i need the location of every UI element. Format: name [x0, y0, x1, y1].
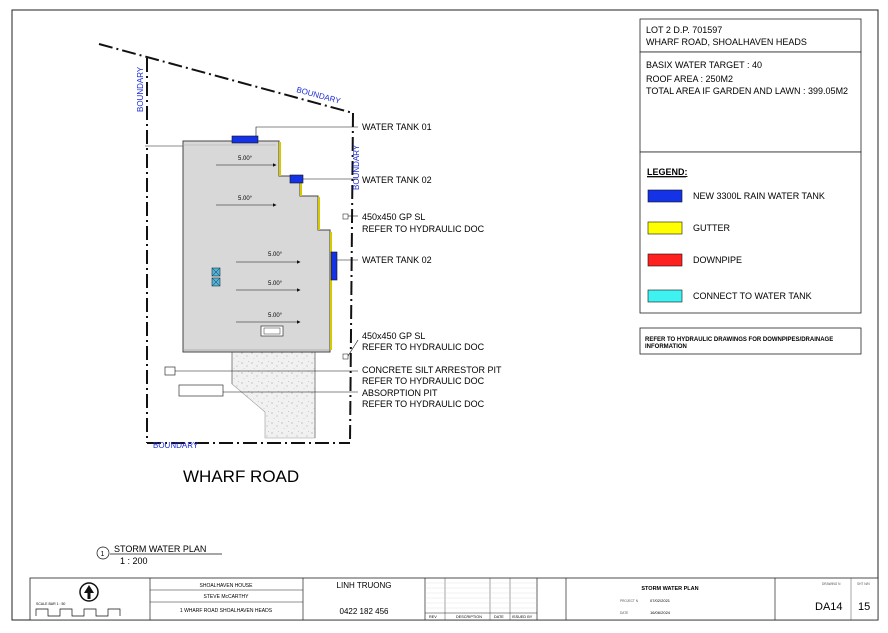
house-roof [182, 140, 331, 353]
plan-title: STORM WATER PLAN [114, 544, 206, 554]
callouts: WATER TANK 01 WATER TANK 02 450x450 GP S… [362, 122, 502, 409]
callout-leaders [175, 126, 359, 393]
date-label: DATE [620, 611, 628, 615]
designer-phone: 0422 182 456 [340, 607, 389, 616]
legend: LEGEND: NEW 3300L RAIN WATER TANK GUTTER D… [639, 151, 862, 314]
project-no-label: PROJECT N [620, 599, 639, 603]
roof-slope-arrows: 5.00° 5.00° 5.00° 5.00° 5.00° [216, 156, 301, 324]
callout-water-tank-02-a: WATER TANK 02 [362, 175, 432, 185]
site-plan: BOUNDARY BOUNDARY BOUNDARY BOUNDARY [98, 43, 502, 486]
drainage-note: REFER TO HYDRAULIC DRAWINGS FOR DOWNPIPE… [639, 327, 862, 355]
sheet-no-label: SHT N/N [857, 582, 870, 586]
absorption-pit [178, 384, 224, 397]
gp-pit-1 [342, 213, 349, 220]
silt-arrestor-pit [164, 366, 176, 376]
slope-label: 5.00° [268, 281, 283, 287]
roof-area-text: ROOF AREA : 250M2 [646, 74, 733, 84]
slope-label: 5.00° [238, 196, 253, 202]
callout-silt-pit-ref: REFER TO HYDRAULIC DOC [362, 376, 485, 386]
boundary-label-left: BOUNDARY [136, 66, 145, 112]
water-tank-02-b [330, 251, 338, 281]
legend-swatch [647, 221, 683, 235]
drawing-no-label: DRAWING N [822, 582, 841, 586]
project-no: 07/02/2021 [650, 598, 671, 603]
site-boundary [98, 43, 354, 444]
plan-scale: 1 : 200 [120, 556, 148, 566]
basix-target-text: BASIX WATER TARGET : 40 [646, 60, 762, 70]
callout-gp-pit-2: 450x450 GP SL [362, 331, 425, 341]
title-number: 1 [101, 551, 105, 558]
slope-label: 5.00° [268, 313, 283, 319]
drawing-number: DA14 [815, 601, 843, 613]
driveway [231, 351, 316, 439]
rev-header-description: DESCRIPTION [456, 615, 482, 619]
callout-gp-pit-1-ref: REFER TO HYDRAULIC DOC [362, 224, 485, 234]
note-line1: REFER TO HYDRAULIC DRAWINGS FOR DOWNPIPE… [645, 337, 833, 343]
boundary-label-right: BOUNDARY [352, 144, 361, 190]
sheet-drawing-title: STORM WATER PLAN [641, 586, 698, 592]
title-block: SCALE BAR 1 : 50 SHOALHAVEN HOUSE STEVE … [29, 577, 879, 621]
info-panel: LOT 2 D.P. 701597 WHARF ROAD, SHOALHAVEN… [639, 18, 862, 153]
rev-header-rev: REV [429, 615, 437, 619]
callout-water-tank-01: WATER TANK 01 [362, 122, 432, 132]
water-tank-01 [231, 135, 259, 144]
gp-pit-2 [342, 353, 349, 360]
boundary-label-bottom: BOUNDARY [153, 441, 199, 450]
total-area-text: TOTAL AREA IF GARDEN AND LAWN : 399.05M2 [646, 86, 848, 96]
callout-absorption-pit: ABSORPTION PIT [362, 388, 438, 398]
callout-water-tank-02-b: WATER TANK 02 [362, 255, 432, 265]
drawing-title: 1 STORM WATER PLAN 1 : 200 [96, 544, 222, 566]
lot-text: LOT 2 D.P. 701597 [646, 25, 722, 35]
slope-label: 5.00° [268, 252, 283, 258]
date-value: 16/06/2024 [650, 610, 671, 615]
callout-absorption-pit-ref: REFER TO HYDRAULIC DOC [362, 399, 485, 409]
revision-table: REV DESCRIPTION DATE ISSUED BY [425, 578, 537, 620]
site-address: 1 WHARF ROAD SHOALHAVEN HEADS [180, 608, 273, 614]
scale-bar [35, 608, 121, 617]
legend-label: CONNECT TO WATER TANK [693, 291, 812, 301]
rev-header-date: DATE [494, 615, 504, 619]
slope-label: 5.00° [238, 156, 253, 162]
client-name: STEVE McCARTHY [204, 594, 250, 600]
legend-title: LEGEND: [647, 167, 688, 177]
roof-hatch [260, 325, 284, 337]
legend-swatch [647, 253, 683, 267]
rev-header-issued: ISSUED BY [512, 615, 533, 619]
legend-swatch [647, 289, 683, 303]
callout-silt-pit: CONCRETE SILT ARRESTOR PIT [362, 365, 502, 375]
scale-bar-label: SCALE BAR 1 : 50 [36, 602, 65, 606]
legend-label: DOWNPIPE [693, 255, 742, 265]
legend-swatch [647, 189, 683, 203]
road-label: WHARF ROAD [183, 467, 299, 486]
callout-gp-pit-1: 450x450 GP SL [362, 212, 425, 222]
callout-gp-pit-2-ref: REFER TO HYDRAULIC DOC [362, 342, 485, 352]
address-text: WHARF ROAD, SHOALHAVEN HEADS [646, 37, 807, 47]
legend-label: GUTTER [693, 223, 730, 233]
note-line2: INFORMATION [645, 344, 687, 350]
project-name: SHOALHAVEN HOUSE [200, 583, 254, 589]
designer-name: LINH TRUONG [337, 581, 392, 590]
water-tank-02-a [289, 174, 304, 184]
legend-label: NEW 3300L RAIN WATER TANK [693, 191, 825, 201]
sheet-number: 15 [858, 601, 870, 613]
